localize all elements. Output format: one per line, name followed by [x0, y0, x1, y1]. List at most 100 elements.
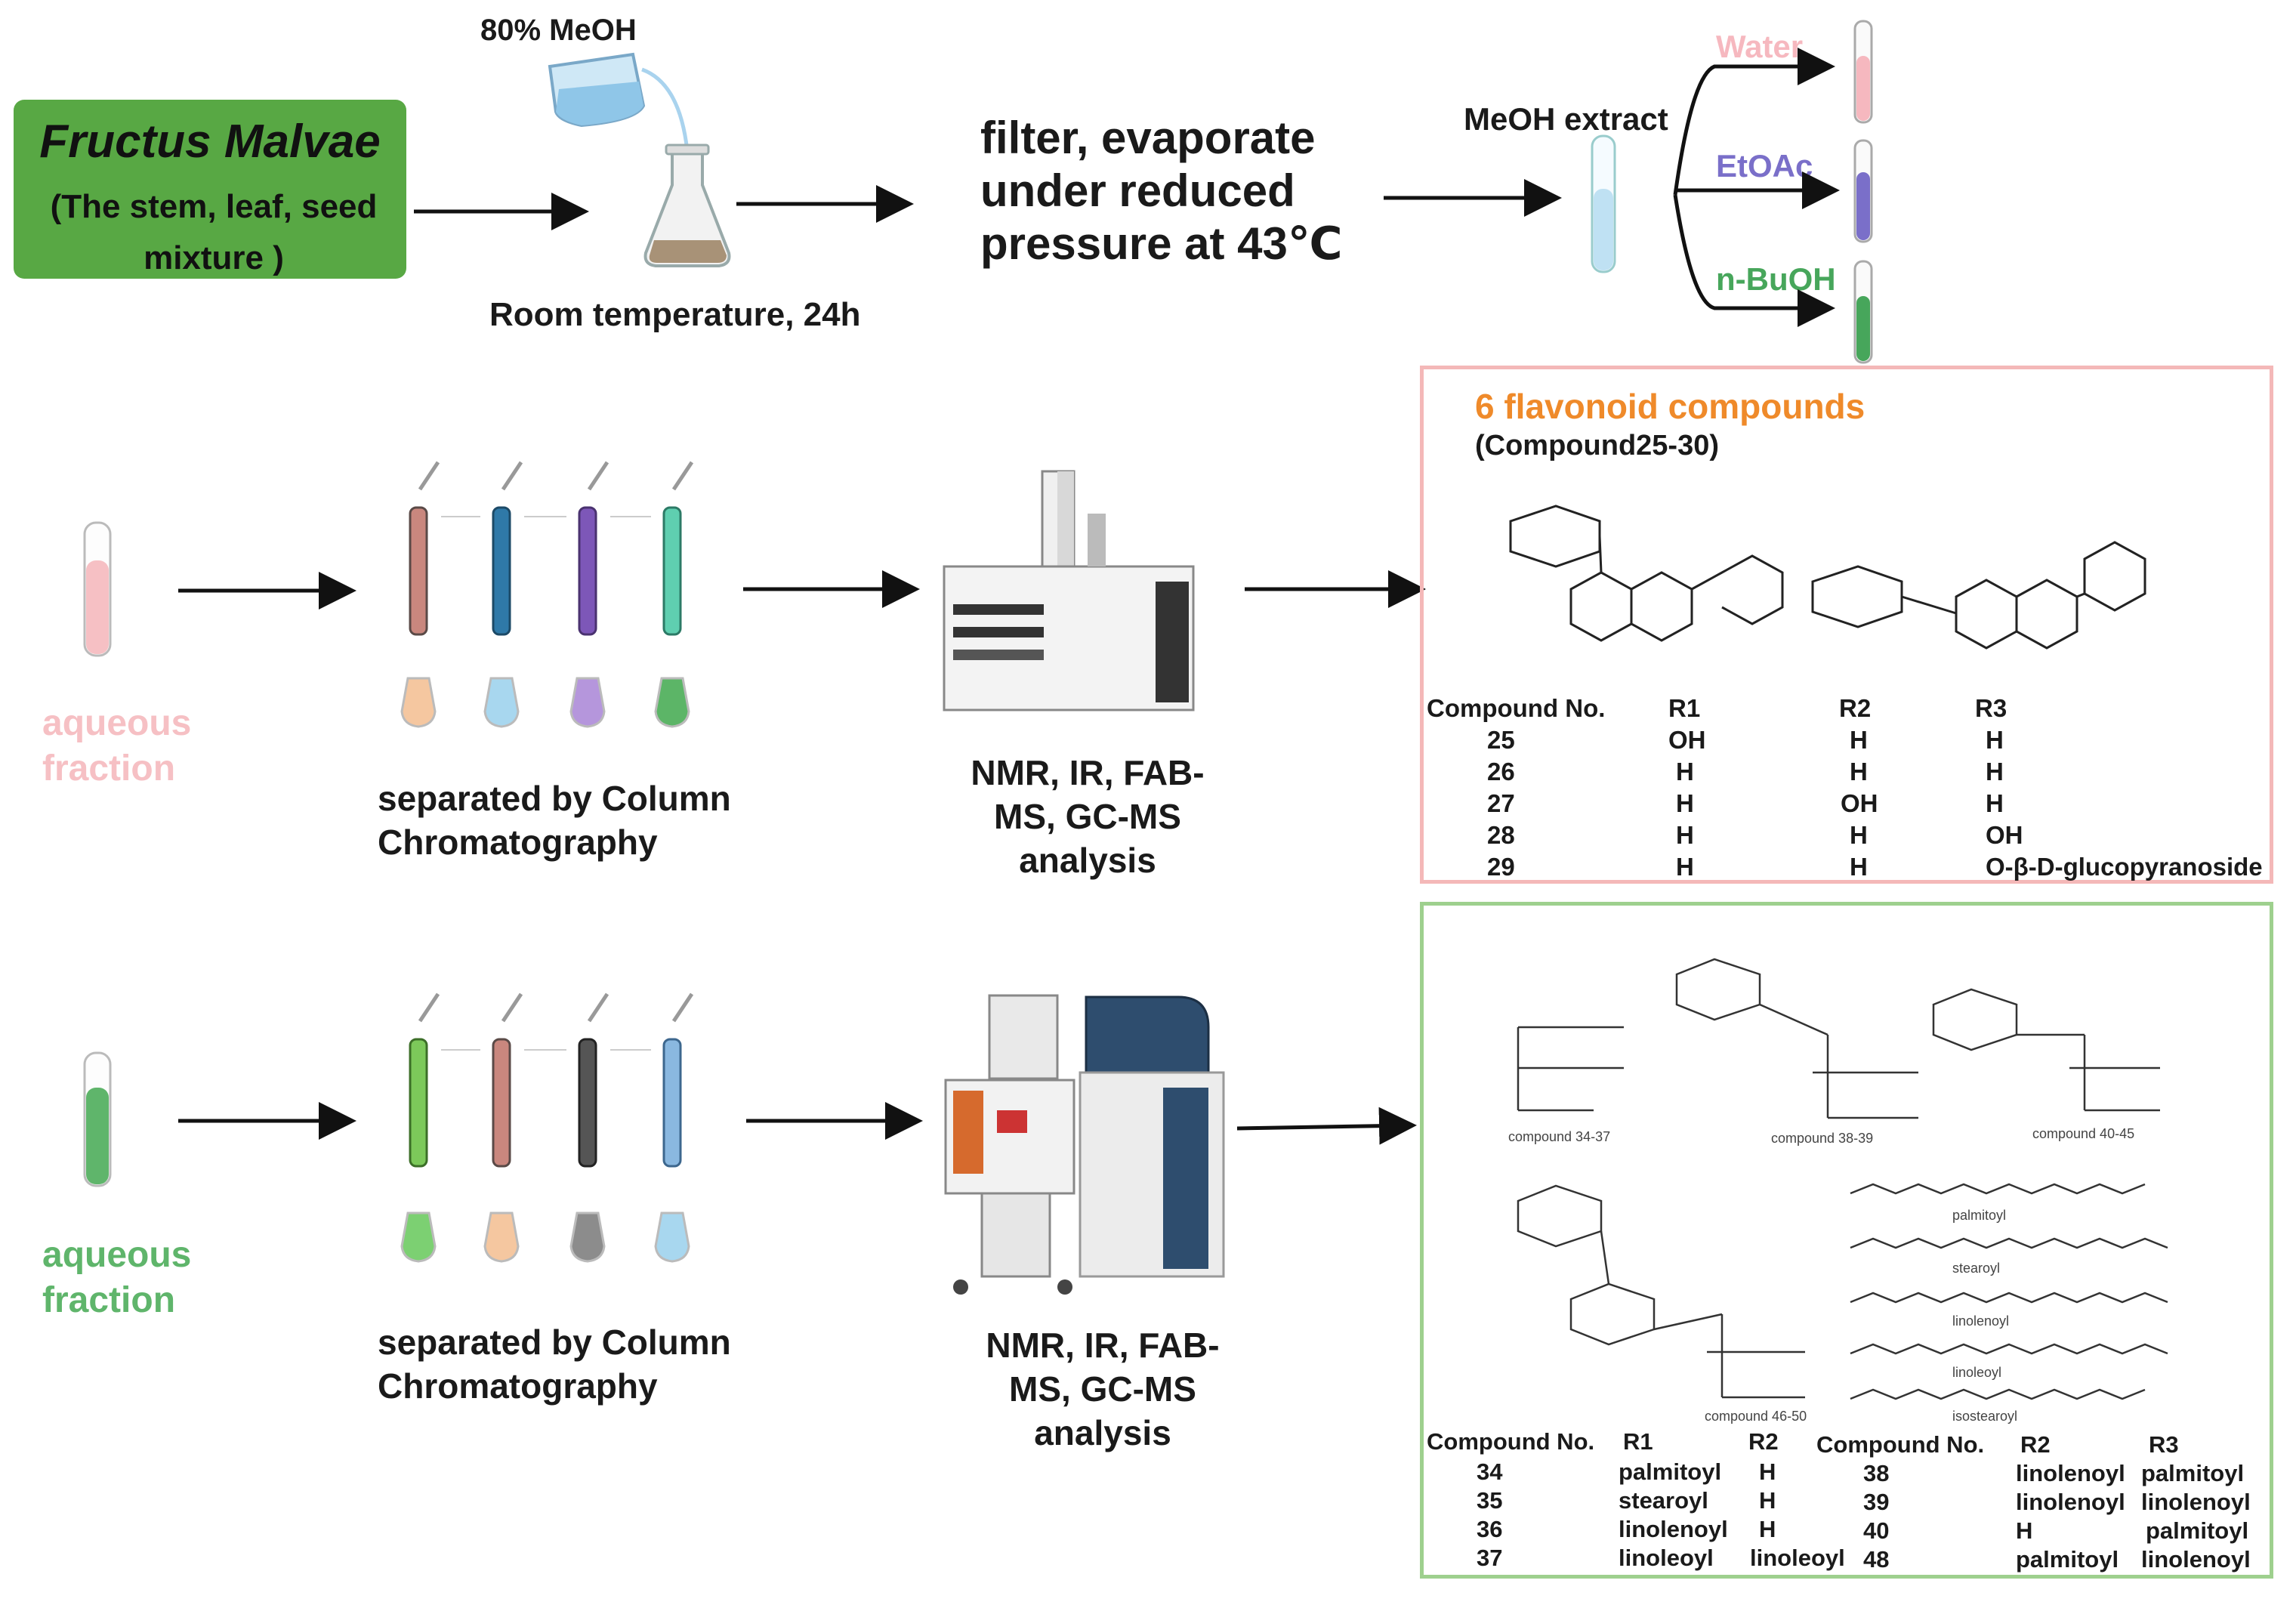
table-cell: O-β-D-glucopyranoside — [1986, 853, 2263, 881]
table-row: 37 — [1477, 1545, 1503, 1571]
table-row: 35 — [1477, 1487, 1503, 1514]
extract-tube-icon — [1591, 134, 1616, 273]
nmr-instrument-icon — [943, 470, 1195, 711]
table-row: 26 — [1487, 758, 1515, 786]
chain-label: linolenoyl — [1952, 1313, 2010, 1329]
structure-label: compound 34-37 — [1508, 1129, 1611, 1144]
table-cell: H — [1986, 789, 2004, 817]
flavonoid-panel-title: 6 flavonoid compounds — [1475, 387, 1866, 426]
row1-analysis-label: NMR, IR, FAB-MS, GC-MS analysis — [971, 753, 1205, 880]
source-title: Fructus Malvae — [39, 116, 381, 168]
table-row: 40 — [1863, 1517, 1890, 1544]
row2-separation-label: separated by Column Chromatography — [378, 1323, 731, 1406]
lipid-structure-46-50 — [1517, 1184, 1805, 1399]
flavonoid-header-r1: R1 — [1668, 694, 1701, 722]
table-cell: linoleoyl — [1750, 1545, 1845, 1571]
lipid-right-header-r3: R3 — [2149, 1431, 2179, 1458]
solvent-label: 80% MeOH — [480, 14, 637, 47]
flavonoid-panel: 6 flavonoid compounds (Compound25-30) Co… — [1420, 366, 2273, 884]
row1-columns — [400, 461, 694, 728]
table-cell: H — [1676, 758, 1694, 786]
table-row: 48 — [1863, 1546, 1890, 1573]
lipid-right-header-r2: R2 — [2020, 1431, 2051, 1458]
lipid-left-header-compound: Compound No. — [1427, 1428, 1595, 1455]
table-row: 34 — [1477, 1458, 1503, 1485]
table-cell: linolenoyl — [2016, 1460, 2125, 1486]
table-row: 28 — [1487, 821, 1515, 849]
soak-label: Room temperature, 24h — [489, 296, 861, 333]
lipid-structure-38-39 — [1675, 958, 1918, 1119]
table-cell: linoleoyl — [1619, 1545, 1714, 1571]
table-cell: H — [1850, 853, 1868, 881]
table-cell: H — [1676, 853, 1694, 881]
table-cell: H — [1759, 1487, 1776, 1514]
row2-analysis-label: NMR, IR, FAB-MS, GC-MS analysis — [986, 1326, 1220, 1452]
table-cell: H — [1850, 758, 1868, 786]
table-row: 29 — [1487, 853, 1515, 881]
table-cell: stearoyl — [1619, 1487, 1708, 1514]
row2-arrow-3 — [1236, 1107, 1417, 1145]
flavonoid-structure-1 — [1509, 505, 1784, 642]
structure-label: compound 40-45 — [2032, 1126, 2135, 1141]
partition-etoac-label: EtOAc — [1716, 148, 1813, 184]
table-row: 38 — [1863, 1460, 1890, 1486]
table-cell: palmitoyl — [2146, 1517, 2249, 1544]
lipid-structure-34-37 — [1517, 1026, 1624, 1112]
row2-fraction-tube — [83, 1051, 112, 1187]
partition-tubes — [1853, 20, 1873, 364]
table-cell: H — [1986, 726, 2004, 754]
lipid-left-header-r1: R1 — [1623, 1428, 1653, 1455]
flavonoid-header-compound: Compound No. — [1427, 694, 1606, 722]
gc-ms-instrument-icon — [944, 994, 1225, 1295]
table-cell: OH — [1841, 789, 1878, 817]
fatty-acid-chains — [1850, 1183, 2168, 1400]
flavonoid-panel-subtitle: (Compound25-30) — [1475, 430, 1719, 461]
lipid-right-header-compound: Compound No. — [1816, 1431, 1985, 1458]
partition-water-label: Water — [1716, 29, 1804, 64]
beaker-icon — [548, 52, 690, 152]
table-cell: H — [1850, 821, 1868, 849]
lipid-left-header-r2: R2 — [1748, 1428, 1779, 1455]
lipid-left-table: Compound No. R1 R2 34 palmitoyl H 35 ste… — [1427, 1428, 1845, 1572]
table-cell: H — [1759, 1516, 1776, 1542]
lipid-right-table: Compound No. R2 R3 38 linolenoyl palmito… — [1816, 1431, 2270, 1575]
flavonoid-header-r2: R2 — [1839, 694, 1872, 722]
table-cell: H — [1676, 789, 1694, 817]
flavonoid-structure-2 — [1811, 541, 2146, 650]
evaporate-label: filter, evaporate under reduced pressure… — [980, 113, 1343, 269]
erlenmeyer-flask-icon — [643, 144, 731, 267]
table-cell: H — [1850, 726, 1868, 754]
lipid-structure-40-45 — [1932, 988, 2160, 1112]
table-cell: H — [1986, 758, 2004, 786]
table-cell: H — [1759, 1458, 1776, 1485]
partition-branch-arrows — [1673, 48, 1840, 327]
table-row: 39 — [1863, 1489, 1890, 1515]
table-cell: palmitoyl — [2141, 1460, 2245, 1486]
flavonoid-table: Compound No. R1 R2 R3 25 OH H H 26 H H H… — [1427, 694, 2273, 883]
row1-fraction-tube — [83, 521, 112, 657]
table-cell: H — [2016, 1517, 2033, 1544]
table-row: 36 — [1477, 1516, 1503, 1542]
chain-label: linoleoyl — [1952, 1365, 2002, 1380]
source-box: Fructus Malvae (The stem, leaf, seed mix… — [14, 100, 406, 279]
lipid-panel: compound 34-37 compound 38-39 compound 4… — [1420, 902, 2273, 1579]
flavonoid-header-r3: R3 — [1975, 694, 2007, 722]
chain-label: stearoyl — [1952, 1261, 2001, 1276]
table-row: 27 — [1487, 789, 1515, 817]
source-subtitle: (The stem, leaf, seed mixture ) — [50, 188, 378, 276]
table-cell: OH — [1668, 726, 1706, 754]
table-cell: linolenoyl — [2141, 1489, 2251, 1515]
table-cell: linolenoyl — [2141, 1546, 2251, 1573]
table-cell: palmitoyl — [1619, 1458, 1722, 1485]
table-cell: H — [1676, 821, 1694, 849]
row1-fraction-label: aqueous fraction — [42, 703, 192, 789]
structure-label: compound 46-50 — [1705, 1409, 1807, 1424]
table-cell: OH — [1986, 821, 2023, 849]
table-cell: palmitoyl — [2016, 1546, 2119, 1573]
row2-columns — [400, 992, 694, 1263]
table-cell: linolenoyl — [2016, 1489, 2125, 1515]
row2-fraction-label: aqueous fraction — [42, 1235, 192, 1320]
row1-separation-label: separated by Column Chromatography — [378, 779, 731, 862]
table-cell: linolenoyl — [1619, 1516, 1728, 1542]
